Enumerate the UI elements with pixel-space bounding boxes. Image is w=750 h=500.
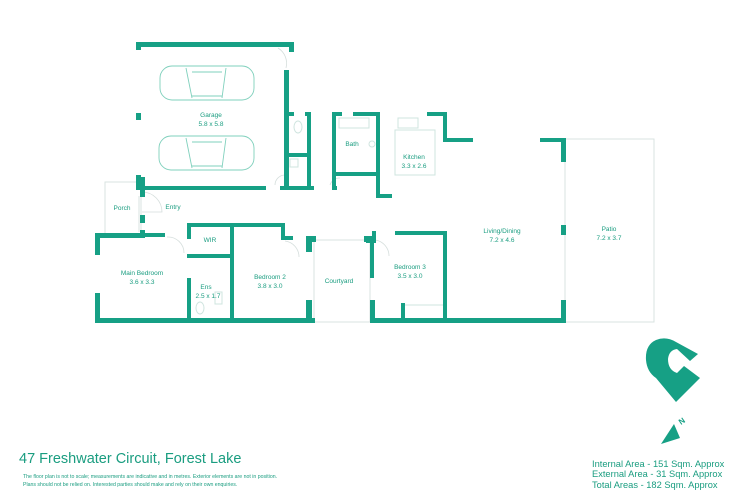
c-location-pin-logo	[645, 338, 700, 402]
internal-area: Internal Area - 151 Sqm. Approx	[592, 459, 725, 469]
car-icon	[159, 65, 255, 101]
external-area: External Area - 31 Sqm. Approx	[592, 469, 723, 480]
kitchen-size: 3.3 x 2.6	[402, 163, 427, 170]
north-arrow-icon: N	[661, 416, 687, 444]
walls	[95, 42, 566, 323]
courtyard-label: Courtyard	[325, 278, 354, 285]
garage-cars	[158, 65, 255, 171]
bedroom2-label: Bedroom 2	[254, 274, 286, 281]
garage-label: Garage	[200, 112, 222, 119]
patio-size: 7.2 x 3.7	[597, 235, 622, 242]
ens-size: 2.5 x 1.7	[196, 293, 221, 300]
ens-label: Ens	[200, 284, 212, 291]
kitchen-label: Kitchen	[403, 154, 425, 161]
disclaimer-line-1: The floor plan is not to scale; measurem…	[23, 474, 278, 480]
disclaimer: The floor plan is not to scale; measurem…	[23, 473, 343, 489]
property-address: 47 Freshwater Circuit, Forest Lake	[19, 451, 242, 467]
car-icon	[158, 135, 255, 171]
bedroom3-size: 3.5 x 3.0	[398, 273, 423, 280]
area-summary: Internal Area - 151 Sqm. Approx External…	[592, 459, 724, 490]
porch-label: Porch	[114, 205, 131, 212]
garage-size: 5.8 x 5.8	[199, 121, 224, 128]
room-labels: Garage 5.8 x 5.8 Bath Kitchen 3.3 x 2.6 …	[114, 112, 622, 300]
total-area: Total Areas - 182 Sqm. Approx	[592, 479, 718, 490]
wir-label: WIR	[204, 237, 217, 244]
living-dining-label: Living/Dining	[483, 228, 521, 235]
main-bedroom-label: Main Bedroom	[121, 270, 163, 277]
entry-label: Entry	[165, 204, 181, 211]
bedroom3-label: Bedroom 3	[394, 264, 426, 271]
disclaimer-line-2: Plans should not be relied on. Intereste…	[23, 482, 238, 488]
bedroom2-size: 3.8 x 3.0	[258, 283, 283, 290]
bath-label: Bath	[345, 141, 359, 148]
living-dining-size: 7.2 x 4.6	[490, 237, 515, 244]
patio-label: Patio	[602, 226, 617, 233]
compass-n-label: N	[677, 416, 687, 427]
main-bedroom-size: 3.6 x 3.3	[130, 279, 155, 286]
